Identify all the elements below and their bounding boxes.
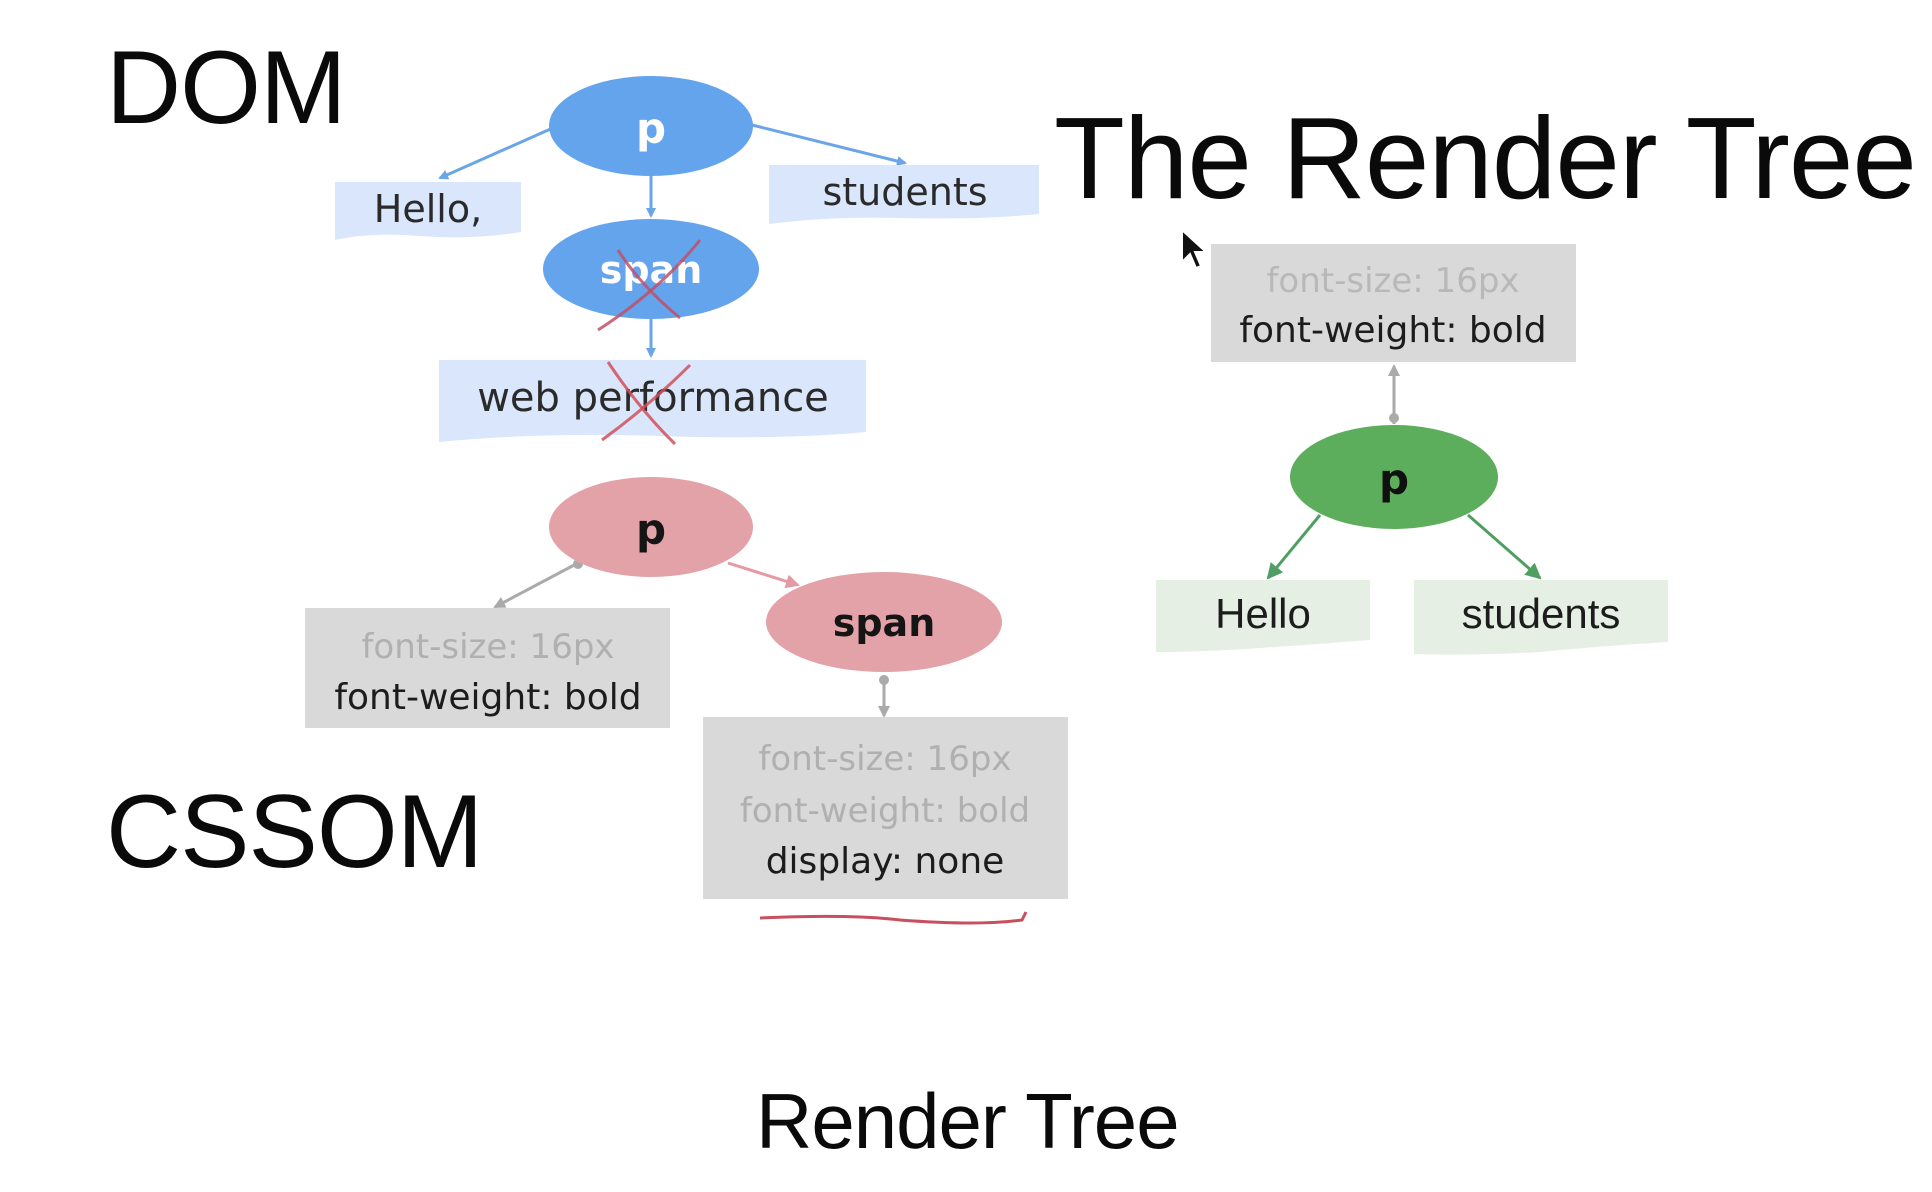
- cssom-span-style-inherited-1: font-size: 16px: [758, 739, 1011, 779]
- render-p-style-inherited: font-size: 16px: [1266, 261, 1519, 301]
- dom-text-hello-label: Hello,: [374, 187, 482, 231]
- render-tree: font-size: 16px font-weight: bold p Hell…: [1156, 244, 1668, 655]
- cssom-edge-p-styles: [493, 561, 579, 609]
- dom-edge-p-students: [751, 123, 907, 166]
- render-tree-caption: Render Tree: [756, 1077, 1180, 1165]
- cssom-edge-p-span: [727, 561, 800, 589]
- mouse-cursor-icon: [1181, 228, 1209, 270]
- render-node-p-label: p: [1379, 455, 1409, 504]
- dom-text-students-label: students: [822, 170, 987, 214]
- display-none-underline: [759, 911, 1028, 925]
- cssom-node-span-label: span: [833, 601, 936, 645]
- cssom-span-style-inherited-2: font-weight: bold: [740, 791, 1030, 831]
- cssom-node-p: [549, 477, 753, 577]
- span-cross-mark: [597, 239, 702, 332]
- cssom-span-style-box: [703, 717, 1068, 899]
- render-edge-p-hello: [1266, 514, 1322, 580]
- dom-title: DOM: [106, 30, 347, 146]
- render-p-style-box: [1211, 244, 1576, 362]
- cssom-span-style-own: display: none: [766, 841, 1005, 882]
- dom-edge-p-hello: [438, 125, 556, 180]
- dom-node-p: [549, 76, 753, 176]
- cssom-p-style-own: font-weight: bold: [334, 677, 641, 718]
- cssom-tree: p font-size: 16px font-weight: bold span…: [305, 477, 1068, 925]
- render-node-p: [1290, 425, 1498, 529]
- cssom-p-style-box: [305, 608, 670, 728]
- render-edge-p-styles-dot: [1389, 413, 1399, 423]
- render-edge-p-students: [1467, 513, 1542, 580]
- dom-text-hello-box: [335, 182, 521, 240]
- webperf-cross-mark: [601, 361, 692, 446]
- dom-node-p-label: p: [636, 104, 666, 153]
- render-text-hello-label: Hello: [1215, 590, 1311, 637]
- render-p-style-own: font-weight: bold: [1239, 310, 1546, 351]
- dom-tree: p Hello, students span web performance: [335, 76, 1039, 446]
- cssom-p-style-inherited: font-size: 16px: [361, 627, 614, 667]
- cssom-edge-span-styles-dot: [879, 675, 889, 685]
- cssom-title: CSSOM: [106, 774, 483, 890]
- dom-node-span: [543, 219, 759, 319]
- render-text-hello-box: [1156, 580, 1370, 652]
- render-tree-heading: The Render Tree: [1054, 93, 1917, 223]
- render-text-students-box: [1414, 580, 1668, 655]
- cssom-node-span: [766, 572, 1002, 672]
- dom-text-students-box: [769, 165, 1039, 224]
- cssom-node-p-label: p: [636, 505, 666, 554]
- render-text-students-label: students: [1462, 590, 1621, 637]
